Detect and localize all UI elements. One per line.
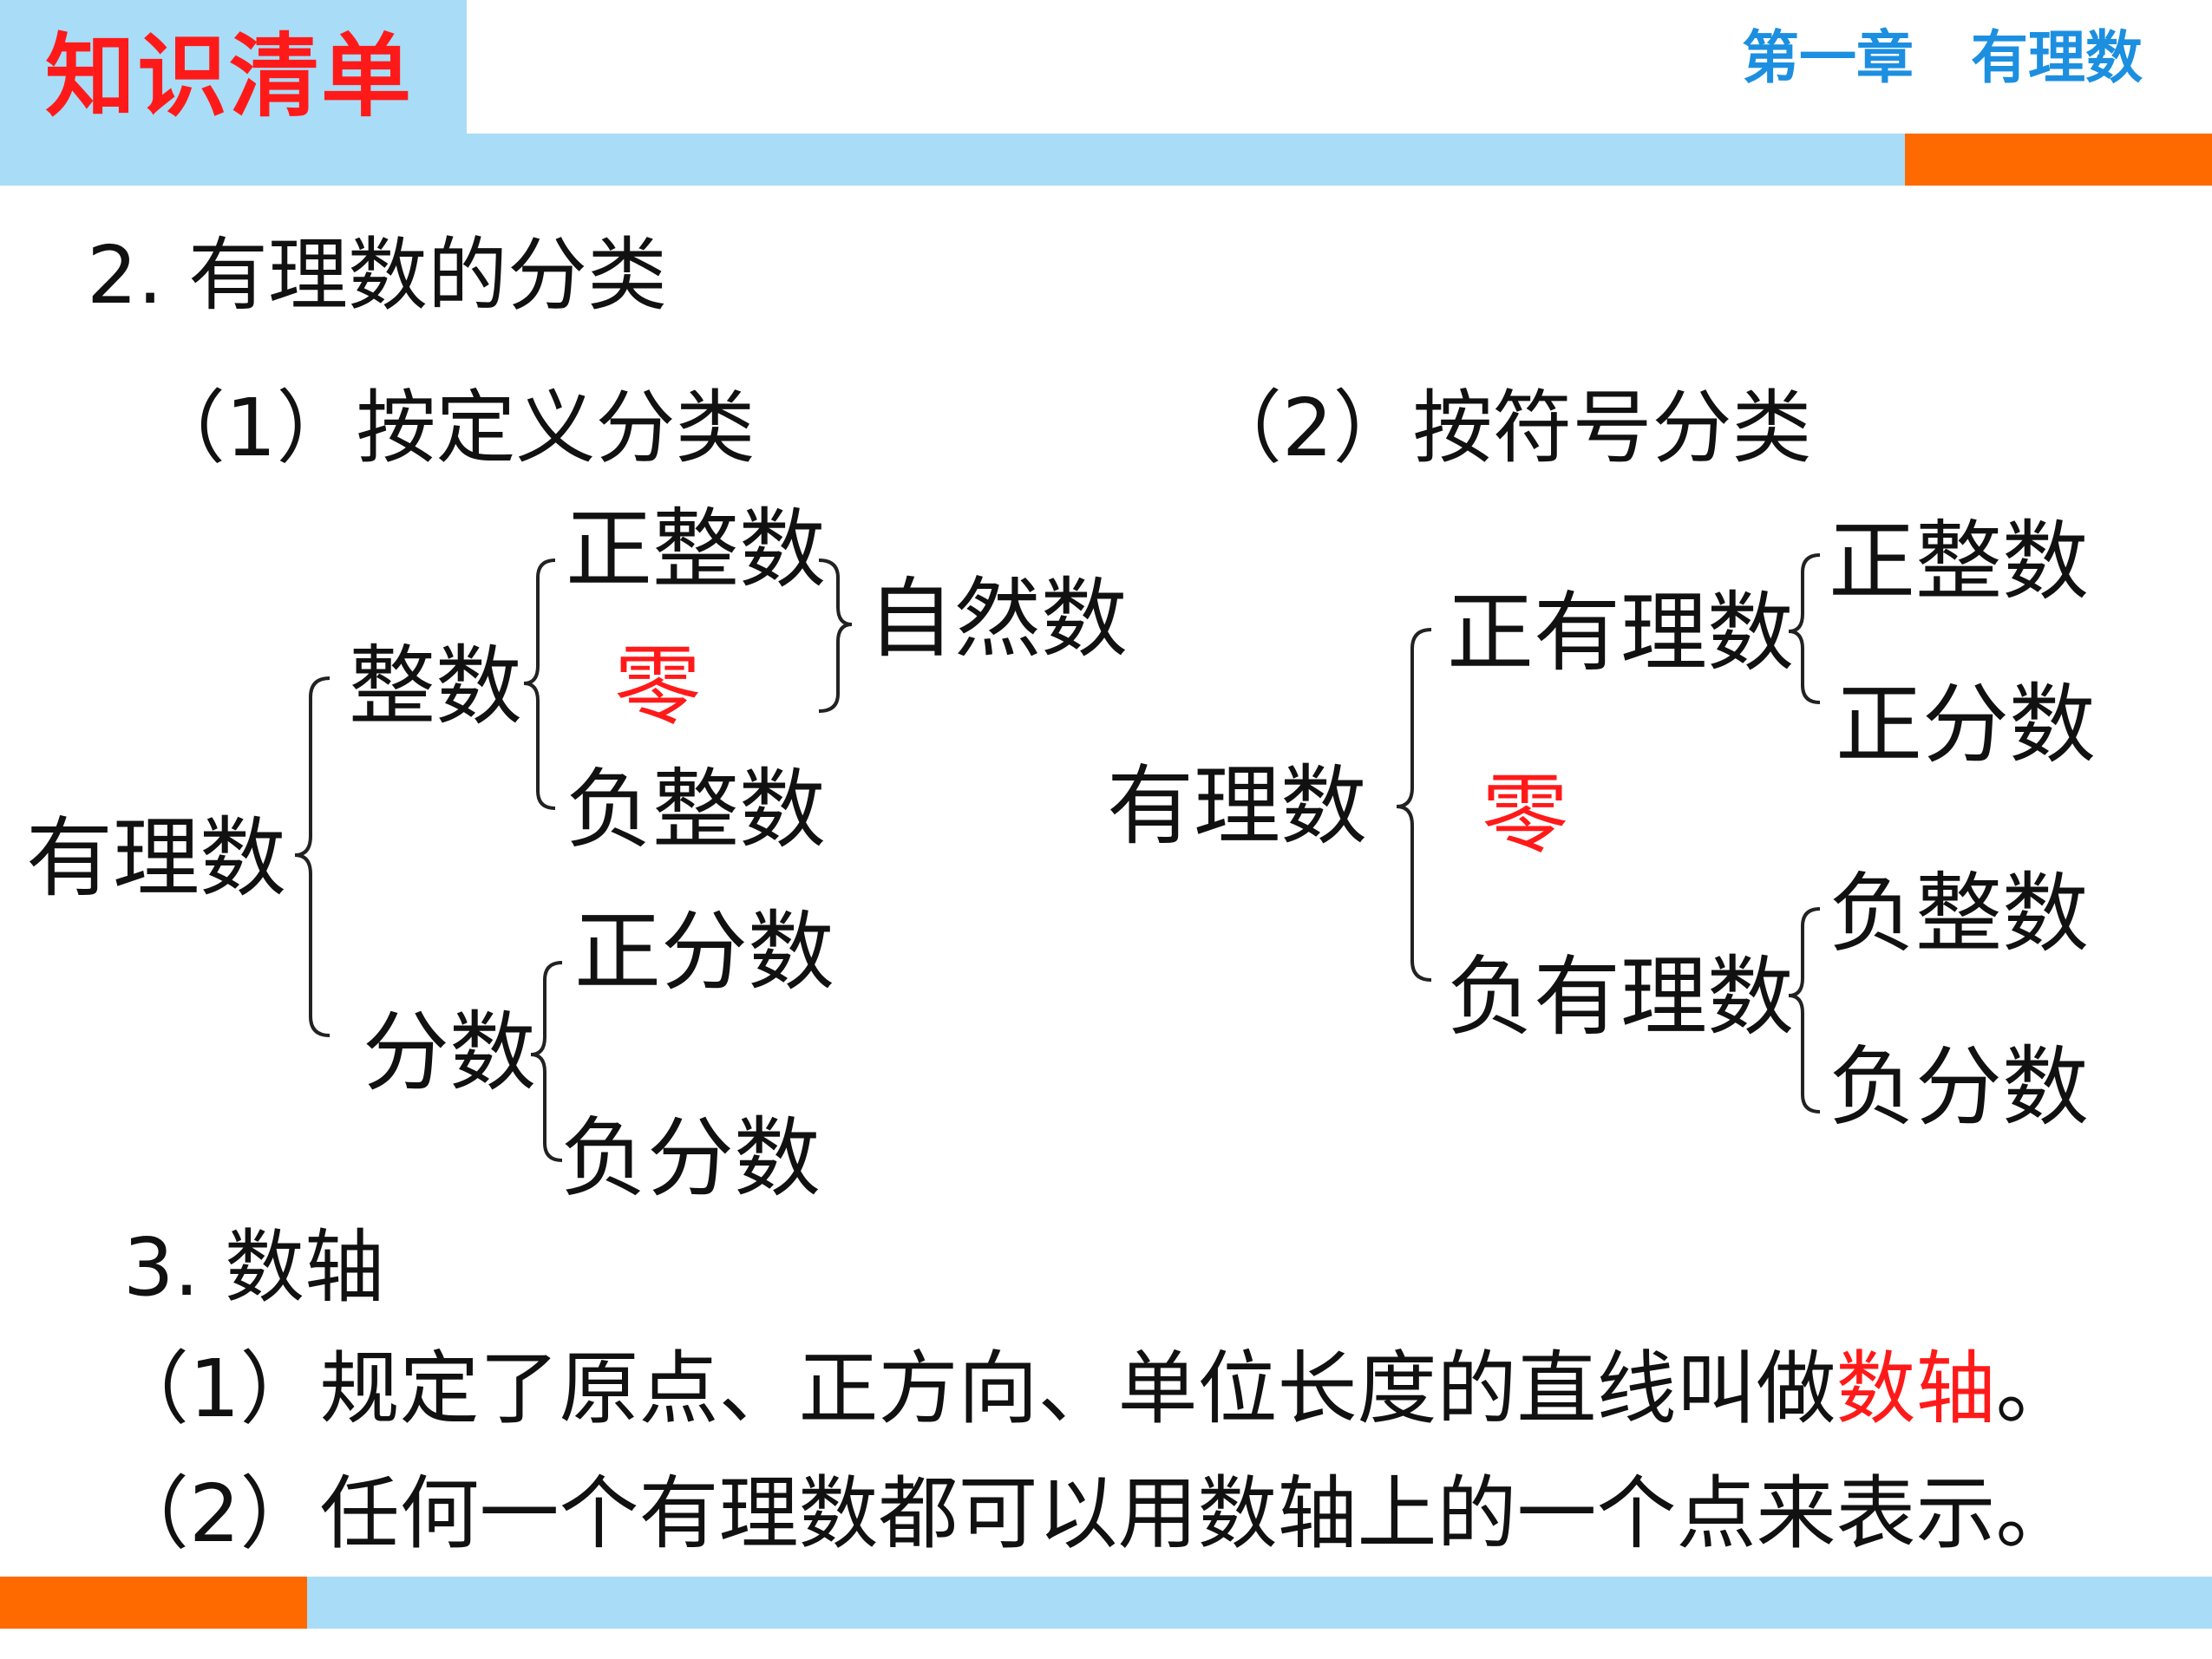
def-root-rational: 有理数	[26, 807, 286, 909]
header-title: 知识清单	[45, 23, 414, 129]
brace-def-fractions	[530, 961, 563, 1162]
brace-sign-negative	[1788, 907, 1821, 1114]
sign-negative-integers: 负整数	[1829, 863, 2089, 964]
chapter-label: 第一章 有理数	[1742, 24, 2143, 91]
def-positive-integers: 正整数	[566, 499, 826, 600]
sign-positive-integers: 正整数	[1829, 511, 2089, 612]
sign-negative-rationals: 负有理数	[1447, 946, 1794, 1048]
section3-heading: 3. 数轴	[123, 1221, 385, 1314]
bottom-accent-bar	[0, 1577, 307, 1629]
item1-prefix: （1）规定了原点、正方向、单位长度的直线叫做	[109, 1342, 1836, 1435]
def-fractions: 分数	[363, 1002, 536, 1103]
def-zero: 零	[614, 636, 701, 737]
by-definition-label: （1）按定义分类	[146, 382, 756, 474]
section3-item2: （2）任何一个有理数都可以用数轴上的一个点来表示。	[109, 1467, 2076, 1560]
item1-suffix: 。	[1995, 1342, 2076, 1435]
def-positive-fractions: 正分数	[574, 901, 834, 1003]
sign-root-rational: 有理数	[1107, 755, 1367, 857]
def-natural-numbers: 自然数	[867, 568, 1128, 669]
brace-sign-positive	[1788, 553, 1821, 704]
brace-def-natural	[818, 558, 853, 713]
bottom-decor-bar	[307, 1577, 2212, 1629]
def-negative-fractions: 负分数	[560, 1107, 821, 1209]
def-integers: 整数	[349, 636, 522, 737]
sign-positive-rationals: 正有理数	[1447, 582, 1794, 683]
section2-heading: 2. 有理数的分类	[87, 229, 668, 322]
brace-def-integers	[523, 558, 556, 810]
section3-item1: （1）规定了原点、正方向、单位长度的直线叫做数轴。	[109, 1349, 2076, 1429]
sign-negative-fractions: 负分数	[1829, 1036, 2089, 1138]
by-sign-label: （2）按符号分类	[1202, 382, 1812, 474]
top-accent-bar	[1905, 134, 2212, 186]
item1-term: 数轴	[1836, 1342, 1996, 1435]
sign-positive-fractions: 正分数	[1836, 674, 2096, 775]
header-title-box	[0, 0, 467, 134]
brace-def-root	[294, 676, 330, 1037]
def-negative-integers: 负整数	[566, 759, 826, 860]
sign-zero: 零	[1482, 764, 1568, 865]
brace-sign-root	[1396, 628, 1432, 982]
top-decor-bar	[0, 134, 1905, 186]
